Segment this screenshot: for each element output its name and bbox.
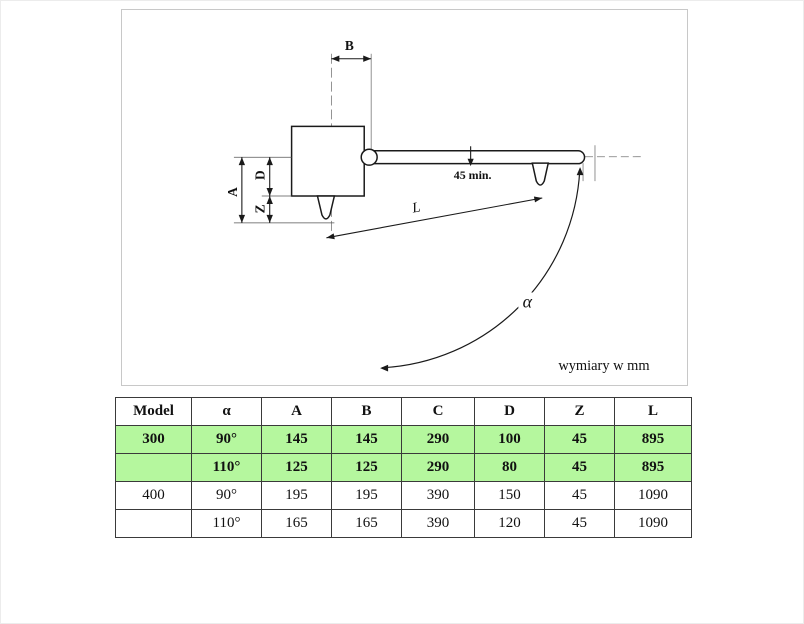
table-cell: 165	[331, 509, 402, 538]
label-45min: 45 min.	[454, 168, 492, 182]
actuator-arm	[370, 150, 586, 165]
table-row: 300 90° 145 145 290 100 45 895	[115, 425, 692, 454]
table-cell: 100	[474, 425, 545, 454]
table-row: 110° 165 165 390 120 45 1090	[115, 509, 692, 538]
table-cell: 120	[474, 509, 545, 538]
table-cell: 390	[401, 481, 475, 510]
dimension-l: L	[326, 196, 543, 240]
table-cell: 110°	[191, 509, 262, 538]
post-bracket	[316, 195, 336, 220]
table-cell: 90°	[191, 425, 262, 454]
table-cell: 290	[401, 453, 475, 482]
table-row: 110° 125 125 290 80 45 895	[115, 453, 692, 482]
label-b: B	[345, 38, 354, 53]
clearance-45min: 45 min.	[454, 146, 492, 182]
table-cell	[115, 509, 192, 538]
dimension-a: A	[225, 157, 246, 223]
table-cell: 110°	[191, 453, 262, 482]
table-cell: 125	[331, 453, 402, 482]
column-header-d: D	[474, 397, 545, 426]
table-cell: 195	[331, 481, 402, 510]
pivot-joint	[360, 148, 378, 166]
actuator-dimension-drawing: B A D Z	[225, 38, 650, 374]
actuator-body	[290, 125, 586, 220]
column-header-a: A	[261, 397, 332, 426]
table-cell: 400	[115, 481, 192, 510]
table-cell: 300	[115, 425, 192, 454]
table-cell: 1090	[614, 481, 692, 510]
column-header-model: Model	[115, 397, 192, 426]
table-cell: 195	[261, 481, 332, 510]
motor-housing	[290, 125, 365, 197]
table-cell: 80	[474, 453, 545, 482]
table-header-row: Model α A B C D Z L	[115, 397, 692, 426]
table-cell: 895	[614, 425, 692, 454]
dimensions-table: Model α A B C D Z L 300 90° 145 145 290 …	[115, 397, 692, 538]
label-l: L	[410, 199, 422, 216]
gate-bracket	[531, 162, 550, 186]
table-cell	[115, 453, 192, 482]
table-cell: 45	[544, 481, 615, 510]
extension-lines	[233, 156, 335, 224]
column-header-l: L	[614, 397, 692, 426]
dimension-d: D	[253, 157, 273, 197]
opening-angle-arc: α	[380, 167, 584, 372]
column-header-b: B	[331, 397, 402, 426]
table-row: 400 90° 195 195 390 150 45 1090	[115, 481, 692, 510]
table-cell: 290	[401, 425, 475, 454]
table-cell: 895	[614, 453, 692, 482]
table-cell: 125	[261, 453, 332, 482]
label-d: D	[253, 170, 268, 180]
label-a: A	[225, 187, 240, 197]
table-cell: 390	[401, 509, 475, 538]
label-z: Z	[253, 204, 268, 213]
dimension-z: Z	[253, 196, 273, 223]
dimension-b: B	[331, 38, 372, 62]
table-cell: 90°	[191, 481, 262, 510]
column-header-z: Z	[544, 397, 615, 426]
column-header-c: C	[401, 397, 475, 426]
table-cell: 1090	[614, 509, 692, 538]
table-cell: 145	[261, 425, 332, 454]
technical-diagram: B A D Z	[121, 9, 688, 386]
table-cell: 45	[544, 425, 615, 454]
label-alpha: α	[523, 291, 533, 311]
table-cell: 165	[261, 509, 332, 538]
table-cell: 150	[474, 481, 545, 510]
units-note: wymiary w mm	[558, 358, 649, 374]
column-header-alpha: α	[191, 397, 262, 426]
table-cell: 45	[544, 453, 615, 482]
table-cell: 45	[544, 509, 615, 538]
table-cell: 145	[331, 425, 402, 454]
